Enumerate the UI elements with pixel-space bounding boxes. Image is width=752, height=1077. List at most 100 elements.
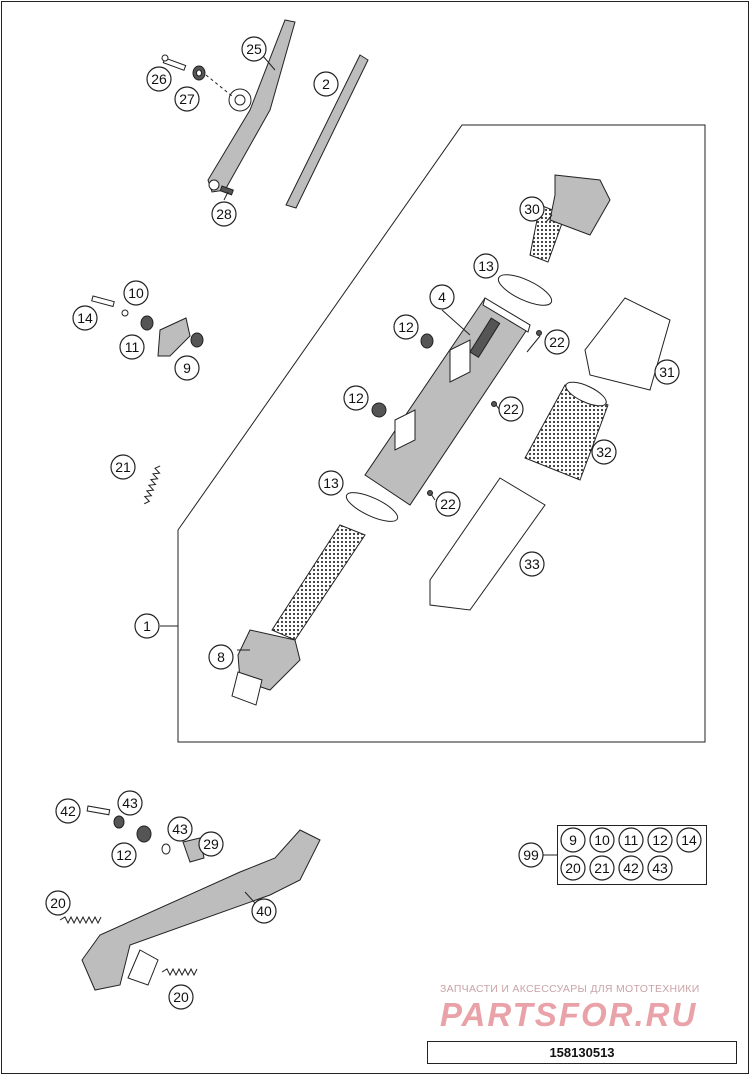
svg-text:42: 42 bbox=[623, 860, 639, 876]
diagram-id-box: 158130513 bbox=[427, 1041, 737, 1064]
svg-text:14: 14 bbox=[77, 310, 93, 326]
callout-12-upper: 12 bbox=[393, 314, 419, 340]
svg-text:12: 12 bbox=[652, 832, 668, 848]
callout-43-upper: 43 bbox=[117, 790, 143, 816]
callout-43-lower: 43 bbox=[167, 816, 193, 842]
svg-text:11: 11 bbox=[624, 832, 639, 848]
svg-text:43: 43 bbox=[172, 821, 188, 837]
callout-13-upper: 13 bbox=[473, 253, 499, 279]
bolt-part-26 bbox=[161, 54, 187, 71]
kit-item-14: 14 bbox=[676, 827, 702, 853]
silencer-assembly-outline bbox=[177, 124, 706, 743]
callout-21: 21 bbox=[110, 454, 136, 480]
screw-part-22-a bbox=[536, 330, 542, 336]
svg-text:33: 33 bbox=[524, 556, 540, 572]
svg-text:30: 30 bbox=[524, 201, 540, 217]
callout-1: 1 bbox=[134, 613, 160, 639]
heat-shield-part-2 bbox=[285, 54, 369, 209]
washer-part-27 bbox=[192, 65, 206, 81]
callout-11: 11 bbox=[119, 334, 145, 360]
watermark-tagline: ЗАПЧАСТИ И АКСЕССУАРЫ ДЛЯ МОТОТЕХНИКИ bbox=[440, 983, 700, 995]
svg-text:10: 10 bbox=[128, 285, 144, 301]
svg-text:4: 4 bbox=[438, 289, 446, 305]
silencer-body-part-4 bbox=[364, 297, 531, 506]
front-cap-part-8 bbox=[231, 524, 366, 706]
callout-8: 8 bbox=[208, 644, 234, 670]
svg-text:8: 8 bbox=[217, 649, 225, 665]
callout-13-lower: 13 bbox=[318, 470, 344, 496]
callout-27: 27 bbox=[174, 86, 200, 112]
kit-item-21: 21 bbox=[589, 855, 615, 881]
svg-text:11: 11 bbox=[125, 339, 140, 355]
svg-text:14: 14 bbox=[681, 832, 697, 848]
svg-text:20: 20 bbox=[173, 989, 189, 1005]
nut-part-12-middle bbox=[371, 402, 387, 418]
svg-text:43: 43 bbox=[122, 795, 138, 811]
svg-text:12: 12 bbox=[348, 390, 364, 406]
kit-item-12: 12 bbox=[647, 827, 673, 853]
callout-9: 9 bbox=[174, 355, 200, 381]
svg-text:12: 12 bbox=[116, 847, 132, 863]
svg-text:10: 10 bbox=[594, 832, 610, 848]
svg-text:25: 25 bbox=[246, 41, 262, 57]
svg-text:22: 22 bbox=[503, 401, 519, 417]
watermark-logo: PARTSFOR.RU bbox=[440, 996, 698, 1033]
kit-item-42: 42 bbox=[618, 855, 644, 881]
svg-text:13: 13 bbox=[323, 475, 339, 491]
callout-30: 30 bbox=[519, 196, 545, 222]
spring-part-20-right bbox=[161, 967, 198, 977]
callout-40: 40 bbox=[251, 898, 277, 924]
callout-99: 99 bbox=[518, 842, 544, 868]
svg-text:21: 21 bbox=[115, 459, 131, 475]
callout-12-lower: 12 bbox=[111, 842, 137, 868]
kit-item-11: 11 bbox=[618, 827, 644, 853]
callout-22-c: 22 bbox=[435, 491, 461, 517]
screw-part-28 bbox=[219, 185, 234, 196]
callout-20-left: 20 bbox=[45, 890, 71, 916]
svg-text:22: 22 bbox=[440, 496, 456, 512]
callout-42: 42 bbox=[55, 798, 81, 824]
svg-text:26: 26 bbox=[151, 71, 167, 87]
svg-text:42: 42 bbox=[60, 803, 76, 819]
callout-31: 31 bbox=[654, 359, 680, 385]
screw-part-22-b bbox=[491, 401, 497, 407]
mesh-insert-part-32 bbox=[524, 381, 609, 481]
svg-text:22: 22 bbox=[549, 334, 565, 350]
callout-26: 26 bbox=[146, 66, 172, 92]
svg-text:20: 20 bbox=[50, 895, 66, 911]
callout-14: 14 bbox=[72, 305, 98, 331]
svg-text:43: 43 bbox=[652, 860, 668, 876]
svg-text:9: 9 bbox=[569, 832, 577, 848]
callout-2: 2 bbox=[313, 71, 339, 97]
header-pipe-part-40 bbox=[81, 829, 321, 991]
svg-text:20: 20 bbox=[565, 860, 581, 876]
sleeve-part-31 bbox=[584, 297, 671, 391]
svg-text:32: 32 bbox=[596, 444, 612, 460]
diagram-id: 158130513 bbox=[549, 1045, 615, 1060]
svg-text:2: 2 bbox=[322, 76, 330, 92]
svg-text:1: 1 bbox=[143, 618, 151, 634]
kit-item-10: 10 bbox=[589, 827, 615, 853]
svg-text:9: 9 bbox=[183, 360, 191, 376]
svg-text:13: 13 bbox=[478, 258, 494, 274]
callout-28: 28 bbox=[211, 201, 237, 227]
svg-text:31: 31 bbox=[659, 364, 675, 380]
spring-part-20-left bbox=[59, 915, 102, 925]
gasket-part-13-lower bbox=[345, 492, 399, 522]
kit-contents-box bbox=[557, 825, 707, 885]
gasket-part-13-upper bbox=[497, 274, 553, 306]
callout-20-right: 20 bbox=[168, 984, 194, 1010]
callout-4: 4 bbox=[429, 284, 455, 310]
svg-text:29: 29 bbox=[203, 836, 219, 852]
callout-22-b: 22 bbox=[498, 396, 524, 422]
watermark: ЗАПЧАСТИ И АКСЕССУАРЫ ДЛЯ МОТОТЕХНИКИ PA… bbox=[440, 983, 740, 1034]
callout-12-middle: 12 bbox=[343, 385, 369, 411]
callout-33: 33 bbox=[519, 551, 545, 577]
svg-text:40: 40 bbox=[256, 903, 272, 919]
svg-text:99: 99 bbox=[523, 847, 539, 863]
kit-item-43: 43 bbox=[647, 855, 673, 881]
callout-10: 10 bbox=[123, 280, 149, 306]
svg-text:28: 28 bbox=[216, 206, 232, 222]
